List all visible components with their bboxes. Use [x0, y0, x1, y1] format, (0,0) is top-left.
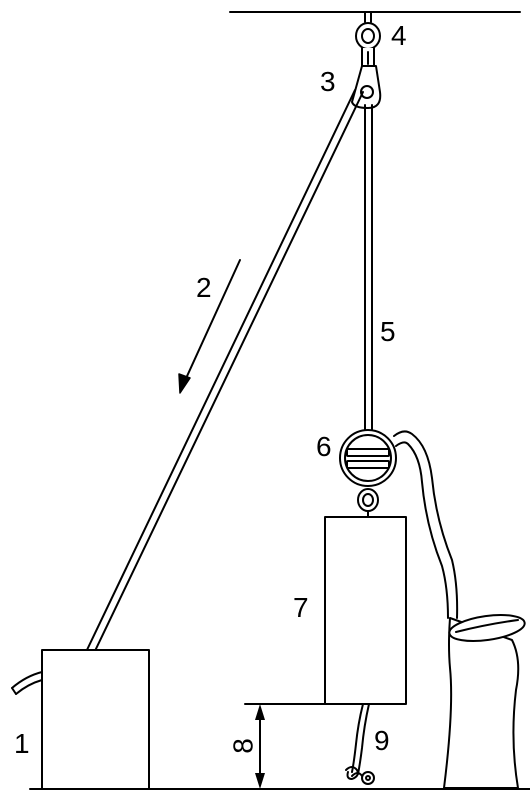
- trigger-cord: [345, 703, 375, 785]
- inclined-rope: [85, 89, 364, 654]
- label-4: 4: [391, 20, 407, 51]
- pulley-block: [351, 65, 382, 109]
- sack: [443, 613, 526, 789]
- label-8: 8: [227, 738, 258, 754]
- label-2: 2: [196, 272, 212, 303]
- spring-scale: [339, 429, 397, 487]
- scale-hook: [357, 488, 379, 518]
- direction-arrow: [178, 259, 241, 394]
- dimension-line: [244, 703, 326, 789]
- label-5: 5: [380, 316, 396, 347]
- ceiling-hook: [355, 11, 381, 70]
- weight-block: [324, 516, 407, 705]
- label-6: 6: [316, 431, 332, 462]
- tube: [393, 430, 459, 619]
- box: [11, 649, 150, 790]
- label-1: 1: [14, 728, 30, 759]
- label-3: 3: [320, 66, 336, 97]
- label-9: 9: [374, 725, 390, 756]
- vertical-rope: [364, 104, 373, 431]
- label-7: 7: [293, 592, 309, 623]
